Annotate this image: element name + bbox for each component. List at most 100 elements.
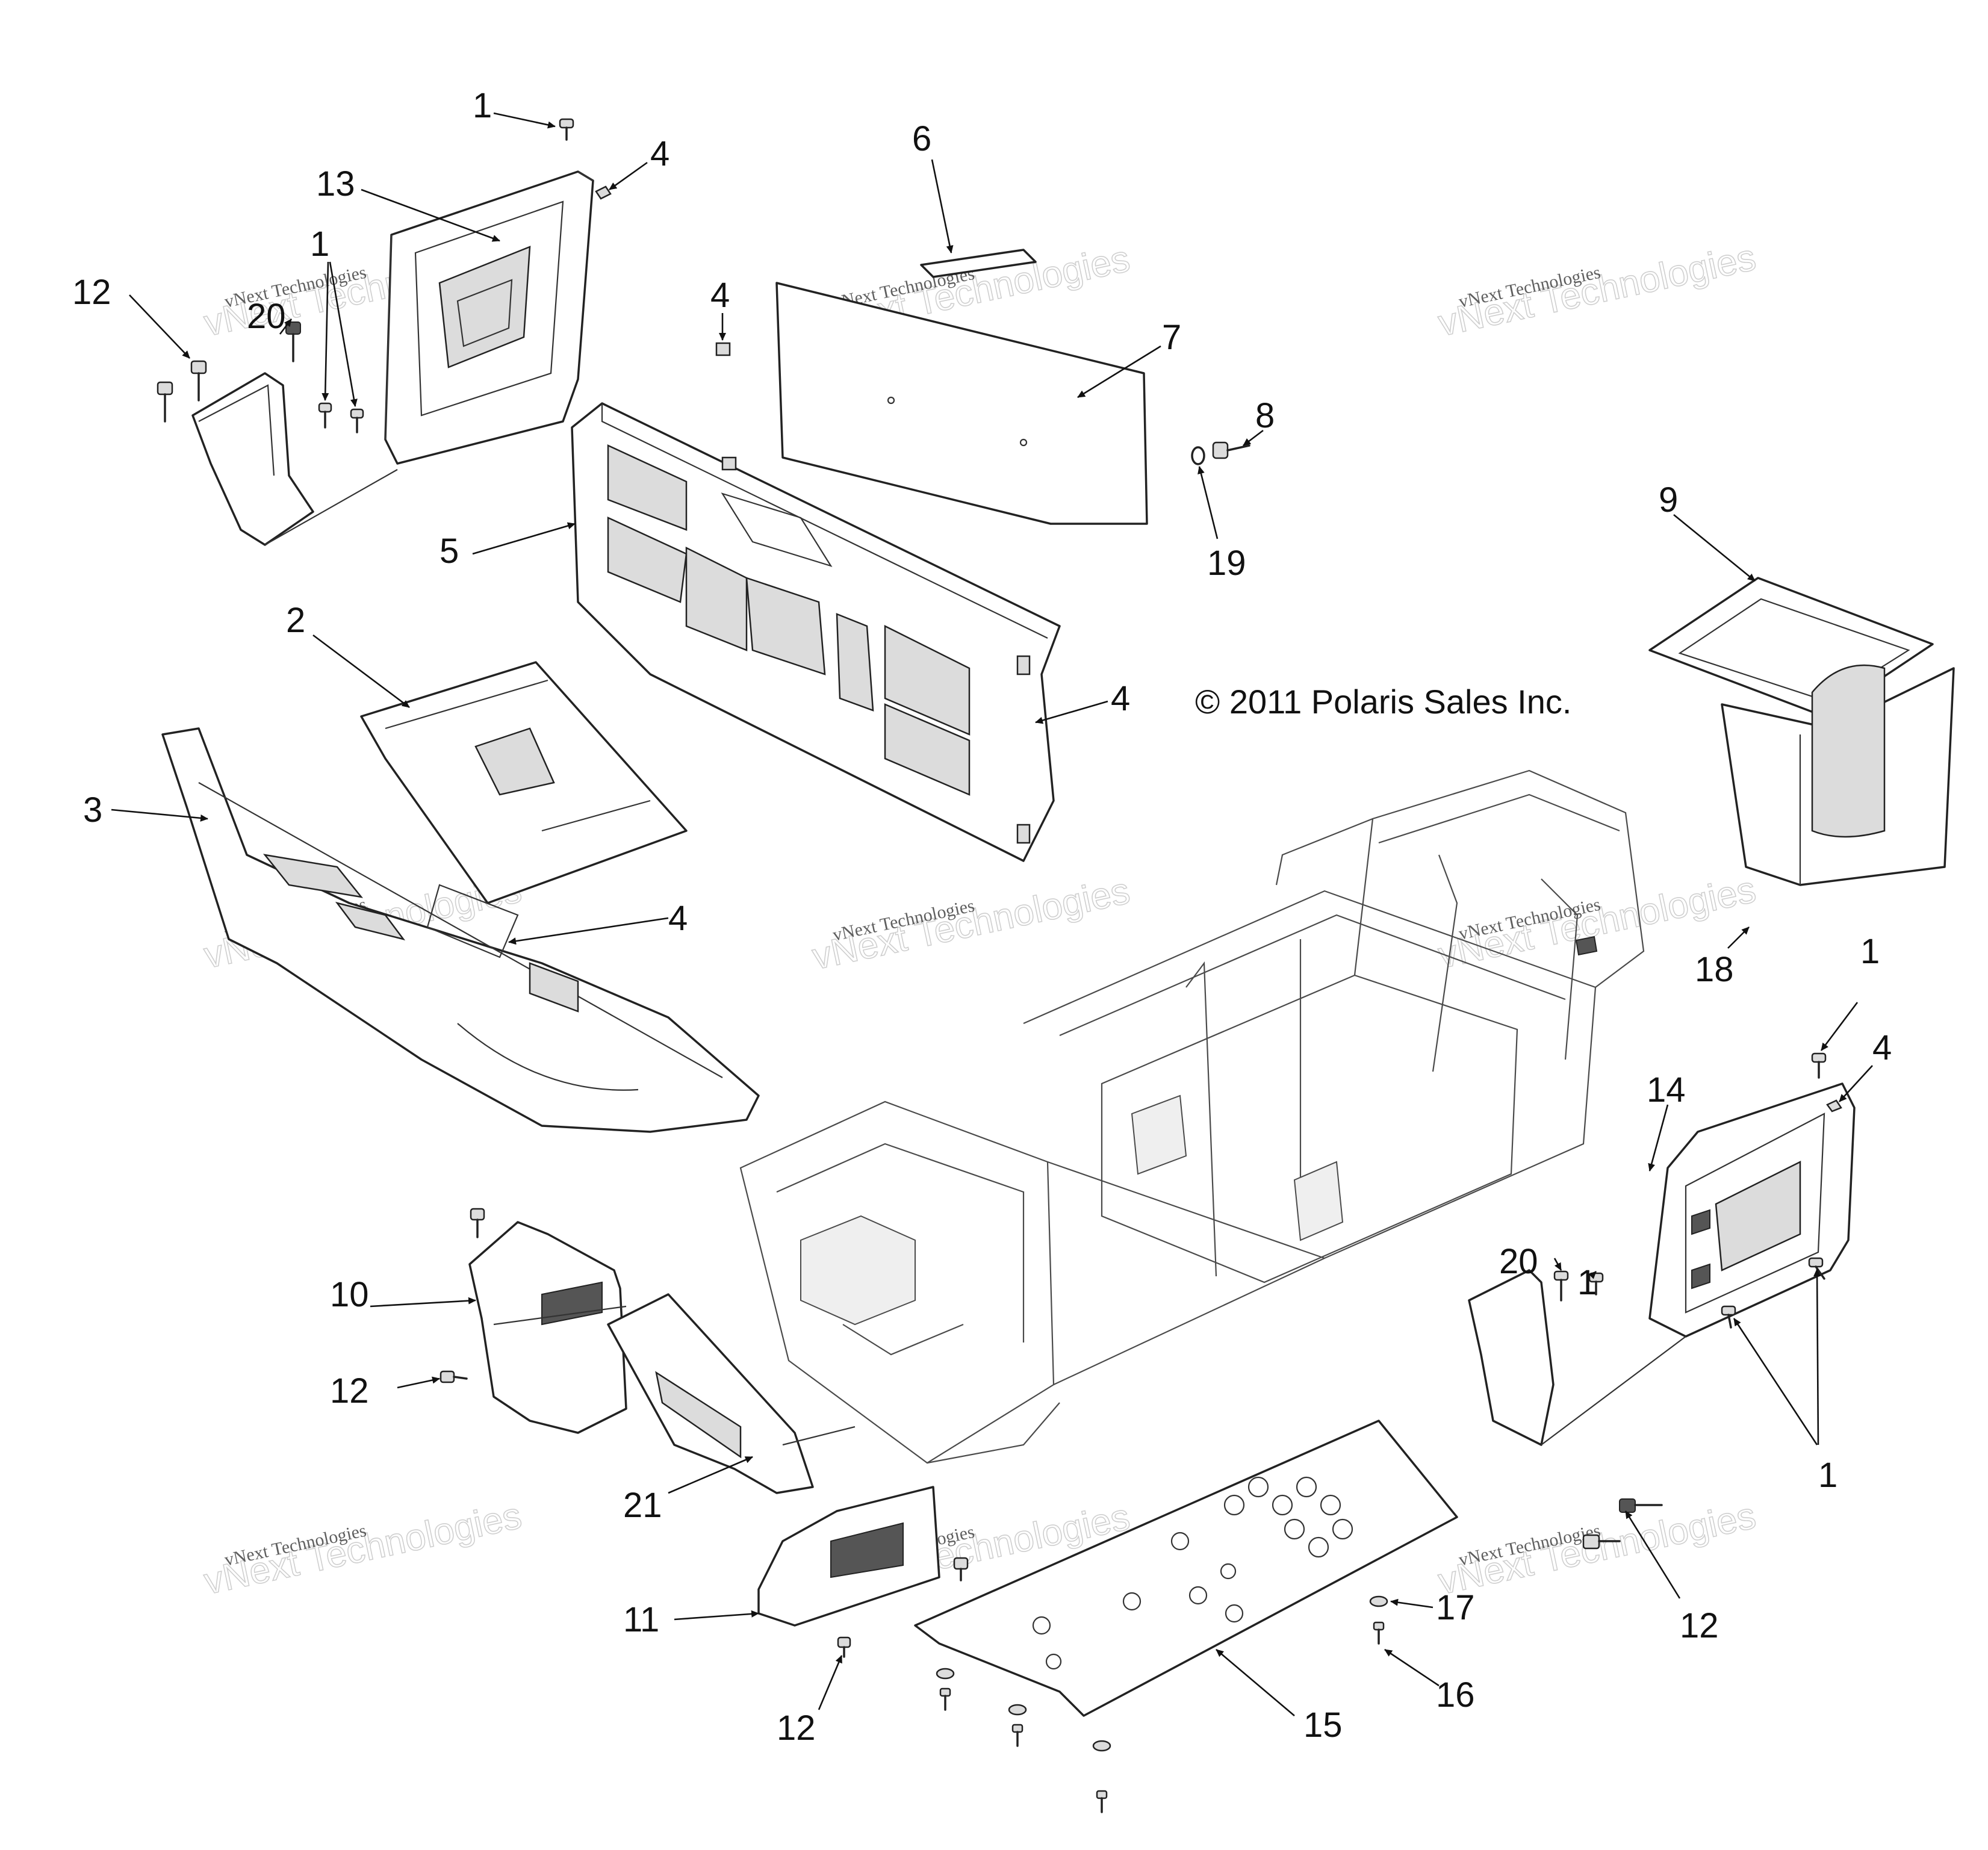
clip-icon [1826,1099,1842,1113]
callout-3: 3 [83,790,208,830]
callout-label: 17 [1436,1588,1475,1627]
callout-4: 4 [508,899,688,945]
callout-label: 14 [1647,1070,1686,1110]
callout-label: 16 [1436,1675,1475,1715]
callout-12: 12 [330,1371,440,1411]
callout-label: 20 [247,297,286,336]
part-13-side-panel [384,170,594,465]
screw-icon [939,1687,951,1711]
screw-icon [1811,1052,1827,1079]
callout-label: 12 [777,1709,816,1748]
part-5-bulkhead [571,342,1061,862]
washer-icon [936,1668,955,1680]
bolt-icon [837,1636,851,1658]
part-12-left-lower-bracket [191,372,398,546]
callout-label: 20 [1499,1242,1538,1281]
part-14-right-side-panel [1648,1082,1856,1338]
callout-label: 2 [286,601,305,640]
bolt-icon [440,1370,468,1383]
callout-label: 4 [668,899,688,938]
screw-icon [1011,1724,1024,1747]
callout-4: 4 [1839,1028,1892,1102]
callout-1: 1 [310,225,358,407]
callout-label: 1 [1818,1456,1837,1495]
callout-8: 8 [1243,396,1275,447]
callout-2: 2 [286,601,410,709]
callout-18: 18 [1695,927,1750,989]
callout-1: 1 [1733,1268,1837,1495]
callout-label: 13 [316,164,355,203]
part-7-panel-sheet [775,282,1148,525]
callout-15: 15 [1216,1649,1343,1745]
bolt-icon [953,1557,969,1582]
callout-1: 1 [1820,932,1880,1051]
part-3-floor-pan [161,727,760,1133]
clip-icon [595,185,612,200]
watermark: vNext Technologies vNext Technologies [1434,236,1760,345]
callout-label: 1 [310,225,329,264]
callout-label: 12 [72,273,111,312]
callout-7: 7 [1077,318,1181,399]
bolt-icon [157,381,173,423]
part-6-strip [920,249,1037,278]
callout-12: 12 [1624,1510,1719,1645]
skid-plate-holes [1032,1476,1353,1670]
callout-label: 4 [710,276,730,315]
callout-4: 4 [1035,679,1130,724]
callout-label: 6 [912,119,931,158]
bolt-icon [1582,1534,1621,1550]
copyright-text: © 2011 Polaris Sales Inc. [1195,683,1571,721]
part-9-storage-bin [1648,577,1955,886]
part-19-washer [1191,446,1205,465]
callout-16: 16 [1384,1648,1475,1715]
part-15-skid-plate [914,1420,1458,1717]
part-12-right-lower-bracket [1468,1269,1686,1446]
callout-14: 14 [1647,1070,1686,1172]
callout-label: 1 [473,86,492,125]
callout-19: 19 [1197,466,1246,583]
callout-label: 7 [1162,318,1181,357]
washer-icon [1369,1595,1388,1607]
callout-label: 19 [1207,544,1246,583]
watermark: vNext Technologies vNext Technologies [200,1494,526,1603]
callout-13: 13 [316,164,500,242]
screw-icon [1096,1790,1108,1813]
part-18-plug [1575,936,1598,956]
callout-20: 20 [247,297,293,336]
callout-label: 12 [330,1371,369,1411]
callout-6: 6 [912,119,954,253]
washer-icon [1092,1740,1111,1752]
callout-label: 5 [440,532,459,571]
bolt-icon [1619,1498,1663,1513]
callouts: 1 4 13 1 12 20 6 7 [72,86,1892,1748]
callout-12: 12 [72,273,190,359]
callout-20: 20 [1499,1242,1562,1281]
callout-4: 4 [710,276,730,341]
callout-4: 4 [609,134,669,191]
callout-label: 21 [623,1486,662,1525]
part-10-bracket [440,1208,627,1434]
callout-label: 4 [1872,1028,1892,1067]
callout-1: 1 [473,86,556,129]
chassis-frame [739,769,1645,1464]
callout-9: 9 [1659,480,1756,582]
bolt-icon [470,1208,485,1238]
callout-label: 8 [1255,396,1275,435]
part-11-bracket [757,1486,969,1658]
screw-icon [1373,1621,1385,1645]
callout-label: 3 [83,790,102,830]
callout-label: 1 [1577,1263,1597,1302]
callout-10: 10 [330,1275,476,1314]
bolt-icon [285,321,301,362]
callout-5: 5 [440,522,576,571]
callout-1: 1 [1577,1263,1597,1302]
watermark: vNext Technologies vNext Technologies [809,869,1134,978]
screw-icon [1721,1305,1736,1329]
fasteners-right [1553,1052,1842,1550]
screw-icon [350,408,364,433]
callout-label: 12 [1680,1606,1719,1645]
fasteners-skid-plate [936,1595,1388,1813]
callout-label: 10 [330,1275,369,1314]
callout-label: 11 [623,1600,659,1639]
